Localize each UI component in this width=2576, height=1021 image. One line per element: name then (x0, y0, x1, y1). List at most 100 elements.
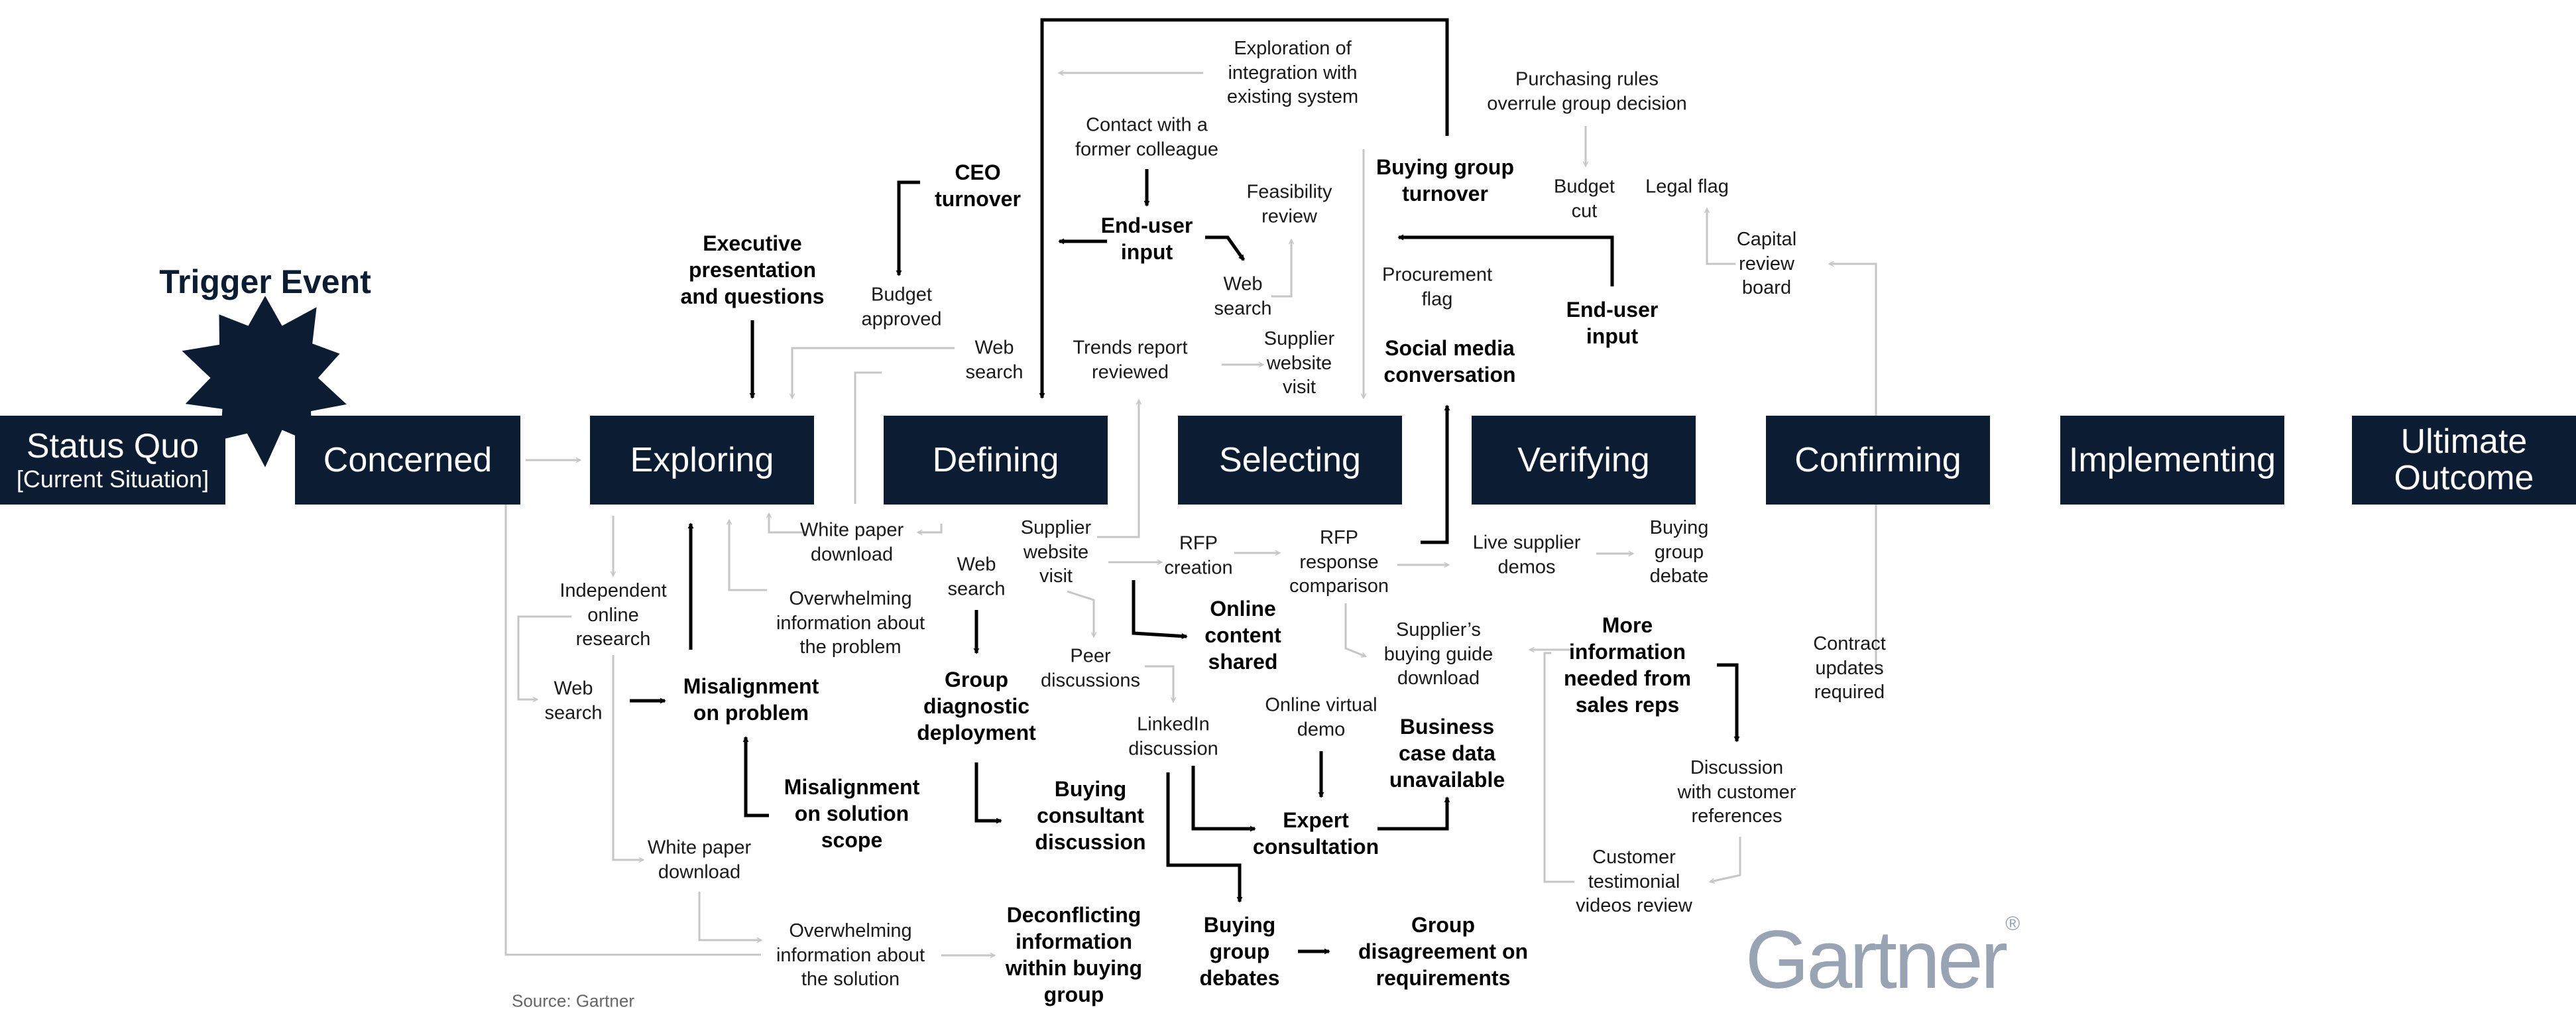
event-group-disagreement: Group disagreement on requirements (1358, 913, 1529, 990)
event-end-user-input-2: End-user input (1566, 298, 1659, 348)
stage-label: Implementing (2068, 440, 2276, 479)
event-misalignment-scope: Misalignment on solution scope (784, 775, 920, 852)
event-exec-presentation: Executive presentation and questions (680, 231, 825, 308)
event-white-paper-2: White paper download (647, 837, 752, 882)
event-business-case: Business case data unavailable (1389, 715, 1505, 792)
event-buying-consultant: Buying consultant discussion (1035, 777, 1146, 854)
event-procurement-flag: Procurement flag (1381, 264, 1493, 310)
event-rfp-creation: RFP creation (1164, 532, 1233, 578)
event-testimonial-videos: Customer testimonial videos review (1576, 847, 1692, 917)
event-rfp-comparison: RFP response comparison (1289, 527, 1389, 597)
event-live-demos: Live supplier demos (1472, 532, 1581, 577)
event-ceo-turnover: CEO turnover (935, 160, 1021, 211)
event-budget-approved: Budget approved (861, 284, 942, 330)
stage-label: Concerned (323, 440, 493, 479)
connector-rfp-to-social (1421, 404, 1450, 544)
event-buying-group-debate: Buying group debate (1649, 517, 1709, 587)
stage-verifying: Verifying (1472, 416, 1696, 505)
registered-mark-icon: ® (2005, 913, 2020, 935)
event-independent-research: Independent online research (559, 580, 667, 650)
connector-peer-to-linkedin (1145, 665, 1173, 701)
connector-problem-to-exploring (729, 520, 767, 591)
event-contact-colleague: Contact with a former colleague (1075, 114, 1218, 160)
connector-whitepaper-to-exploring (769, 514, 807, 534)
stage-defining: Defining (884, 416, 1108, 505)
event-social-media: Social media conversation (1383, 336, 1516, 387)
event-overwhelming-solution: Overwhelming information about the solut… (776, 920, 925, 991)
stage-exploring: Exploring (590, 416, 814, 505)
event-trends-report: Trends report reviewed (1073, 337, 1188, 383)
connector-research-to-whitepaper2 (612, 655, 643, 860)
event-web-search-mid: Web search (1214, 273, 1272, 319)
event-feasibility-review: Feasibility review (1246, 181, 1332, 227)
connector-ceo-to-budget (896, 180, 920, 276)
stage-label: Status Quo (26, 426, 200, 465)
event-buying-group-turnover: Buying group turnover (1376, 155, 1514, 206)
event-purchasing-rules: Purchasing rules overrule group decision (1487, 68, 1687, 114)
stage-concerned: Concerned (295, 416, 520, 505)
connector-top-loop (1040, 18, 1449, 392)
event-more-info: More information needed from sales reps (1563, 613, 1692, 717)
connector-linkedin-to-debates (1166, 772, 1243, 903)
gartner-logo: Gartner® (1745, 913, 2020, 1007)
connector-concerned-to-solution (504, 505, 761, 956)
trigger-event-title: Trigger Event (159, 263, 371, 300)
logo-text: Gartner (1745, 914, 2008, 1006)
event-end-user-input-1: End-user input (1100, 213, 1193, 264)
event-web-search-top: Web search (965, 337, 1024, 383)
event-web-search-defining: Web search (947, 554, 1006, 599)
event-buying-guide: Supplier’s buying guide download (1383, 619, 1493, 690)
connector-expert-to-business (1377, 796, 1450, 831)
connector-scope-to-misalign (742, 736, 769, 817)
stage-label: Defining (932, 440, 1059, 479)
connector-defining-to-whitepaper (918, 524, 943, 532)
event-capital-review: Capital review board (1736, 229, 1797, 299)
stage-selecting: Selecting (1178, 416, 1402, 505)
connector-enduser2-to-budget (1397, 234, 1614, 286)
stage-label: Exploring (630, 440, 774, 479)
event-legal-flag: Legal flag (1645, 176, 1729, 198)
connector-whitepaper2-to-solution (698, 892, 761, 940)
connector-websearch-to-feasibility (1271, 240, 1291, 298)
connector-supplier-to-online (1132, 580, 1188, 640)
event-peer-discussions: Peer discussions (1041, 645, 1140, 691)
connector-diagnostic-to-consultant (974, 762, 1002, 824)
event-budget-cut: Budget cut (1554, 176, 1615, 221)
connector-customer-to-testimonial (1710, 837, 1741, 882)
event-supplier-visit-bottom: Supplier website visit (1020, 517, 1092, 587)
stage-label: Verifying (1517, 440, 1650, 479)
connector-enduser-to-websearch (1205, 235, 1246, 261)
connector-whitepaper-line (854, 371, 882, 504)
event-buying-group-debates: Buying group debates (1199, 913, 1280, 990)
stage-confirming: Confirming (1766, 416, 1990, 505)
connector-budget-to-websearch (792, 347, 955, 398)
event-deconflicting: Deconflicting information within buying … (1005, 903, 1143, 1006)
connector-capital-to-legal (1707, 209, 1735, 265)
stage-sublabel: [Current Situation] (16, 465, 209, 493)
stage-ultimate-outcome: Ultimate Outcome (2352, 416, 2576, 505)
event-misalignment-problem: Misalignment on problem (683, 674, 819, 725)
event-online-content: Online content shared (1204, 597, 1281, 674)
event-exploration-integration: Exploration of integration with existing… (1226, 38, 1359, 108)
stage-implementing: Implementing (2060, 416, 2284, 505)
stage-status-quo: Status Quo [Current Situation] (0, 416, 225, 505)
event-customer-references: Discussion with customer references (1677, 757, 1796, 827)
event-white-paper-1: White paper download (799, 519, 904, 565)
event-web-search-left: Web search (544, 678, 603, 723)
event-supplier-visit-top: Supplier website visit (1263, 328, 1335, 398)
event-group-diagnostic: Group diagnostic deployment (917, 668, 1036, 745)
stage-label: Ultimate Outcome (2394, 422, 2534, 497)
connector-comparison-to-guide (1344, 603, 1366, 656)
event-overwhelming-problem: Overwhelming information about the probl… (776, 588, 925, 658)
stage-label: Selecting (1219, 440, 1361, 479)
connector-linkedin-to-expert (1191, 766, 1256, 832)
event-linkedin: LinkedIn discussion (1128, 713, 1218, 759)
connector-research-to-websearch (517, 615, 571, 699)
event-online-demo: Online virtual demo (1265, 694, 1377, 740)
connector-supplier-to-peer (1067, 590, 1094, 636)
stage-label: Confirming (1794, 440, 1961, 479)
connector-moreinfo-to-customer (1717, 663, 1740, 743)
event-contract-updates: Contract updates required (1813, 633, 1886, 703)
